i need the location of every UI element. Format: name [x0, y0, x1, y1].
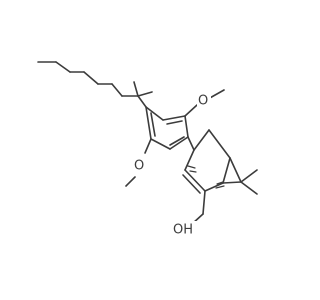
alkyl-chain — [37, 61, 139, 97]
chemical-structure: O O OH — [37, 61, 258, 238]
bicyclic-ring — [182, 129, 258, 195]
hydroxyl-label: OH — [173, 223, 193, 238]
hydroxymethyl — [191, 190, 206, 225]
methoxy-lower — [125, 138, 152, 187]
dimethyl-quaternary-carbon — [133, 81, 153, 108]
stereo-hash-marks — [187, 165, 225, 189]
oxygen-upper-label: O — [198, 94, 208, 109]
aromatic-ring — [145, 106, 189, 150]
o-lower-bg — [133, 157, 147, 173]
oxygen-lower-label: O — [134, 159, 144, 174]
structure-canvas: O O OH — [37, 61, 258, 238]
o-upper-bg — [197, 92, 211, 108]
oh-bg — [173, 221, 197, 237]
